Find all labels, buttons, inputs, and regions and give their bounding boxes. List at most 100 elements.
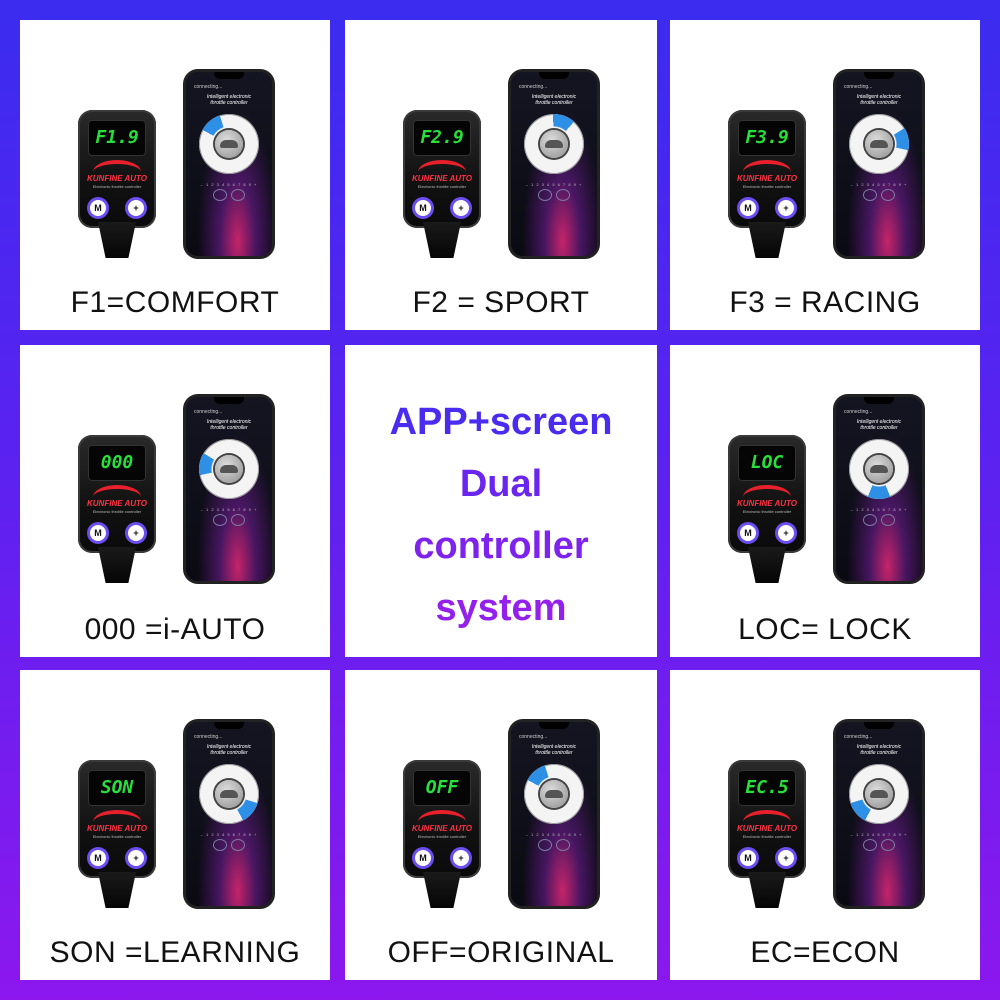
car-hub-icon [865,780,893,808]
mode-button: M [740,850,756,866]
gauge-rings-icon [862,840,896,850]
gauge-rings-icon [212,515,246,525]
gauge-rings-icon [862,190,896,200]
app-title-line-2: throttle controller [535,750,573,756]
app-title-line-1: Intelligent electronic [856,94,902,100]
gauge-ring-icon [882,190,894,200]
gauge-ring-icon [864,515,876,525]
app-title-line-2: throttle controller [535,100,573,106]
gauge-ring-icon [539,190,551,200]
mode-caption: OFF=ORIGINAL [387,936,615,969]
gauge-ring-icon [539,840,551,850]
app-title-line-2: throttle controller [210,425,248,431]
brand-arc-icon [418,810,466,834]
controller-mount [423,872,461,908]
controller-mount [748,547,786,583]
brand-logo: KUNFINE AUTO [737,174,797,183]
mode-button: M [415,200,431,216]
plus-button: + [778,525,794,541]
app-title-line-2: throttle controller [210,750,248,756]
gauge-ring-icon [882,840,894,850]
brand-logo: KUNFINE AUTO [737,824,797,833]
connection-status: connecting... [194,409,223,415]
app-title-line-2: throttle controller [210,100,248,106]
mode-dial [849,439,909,499]
mode-dial [199,764,259,824]
phone-notch [864,722,894,729]
controller-mount [423,222,461,258]
brand-subtitle: Electronic throttle controller [92,184,142,189]
app-title-line-1: Intelligent electronic [531,94,577,100]
car-icon [220,465,238,473]
center-headline: APP+screen Dual controller system [345,391,657,639]
brand-subtitle: Electronic throttle controller [742,834,792,839]
gauge-rings-icon [862,515,896,525]
phone-notch [214,72,244,79]
controller-mount [98,222,136,258]
sensitivity-scale: – 1 2 3 4 5 6 7 8 9 + [200,507,258,512]
mode-dial [849,114,909,174]
connection-status: connecting... [519,734,548,740]
sensitivity-scale: – 1 2 3 4 5 6 7 8 9 + [525,182,583,187]
mode-caption: F2 = SPORT [412,286,590,319]
gauge-ring-icon [864,840,876,850]
connection-status: connecting... [194,84,223,90]
controller-display: LOC [738,445,796,481]
gauge-rings-icon [537,190,571,200]
controller-mount [98,872,136,908]
gauge-ring-icon [214,515,226,525]
plus-button: + [128,525,144,541]
phone-notch [214,722,244,729]
plus-button: + [128,850,144,866]
app-title-line-1: Intelligent electronic [531,744,577,750]
car-hub-icon [540,130,568,158]
controller-display: EC.5 [738,770,796,806]
phone-notch [539,722,569,729]
app-title-line-1: Intelligent electronic [206,94,252,100]
brand-logo: KUNFINE AUTO [412,174,472,183]
controller-display: 000 [88,445,146,481]
gauge-rings-icon [212,190,246,200]
car-hub-icon [215,130,243,158]
phone-notch [214,397,244,404]
mode-button: M [740,200,756,216]
brand-subtitle: Electronic throttle controller [742,184,792,189]
app-title-line-1: Intelligent electronic [856,744,902,750]
gauge-ring-icon [232,840,244,850]
mode-dial [524,764,584,824]
plus-button: + [778,850,794,866]
mode-caption: F1=COMFORT [70,286,280,319]
car-icon [545,790,563,798]
headline-line-4: system [435,587,567,629]
controller-display: OFF [413,770,471,806]
gauge-ring-icon [557,840,569,850]
mode-caption: SON =LEARNING [49,936,301,969]
mode-button: M [90,200,106,216]
sensitivity-scale: – 1 2 3 4 5 6 7 8 9 + [850,182,908,187]
sensitivity-scale: – 1 2 3 4 5 6 7 8 9 + [850,507,908,512]
sensitivity-scale: – 1 2 3 4 5 6 7 8 9 + [200,832,258,837]
connection-status: connecting... [844,734,873,740]
